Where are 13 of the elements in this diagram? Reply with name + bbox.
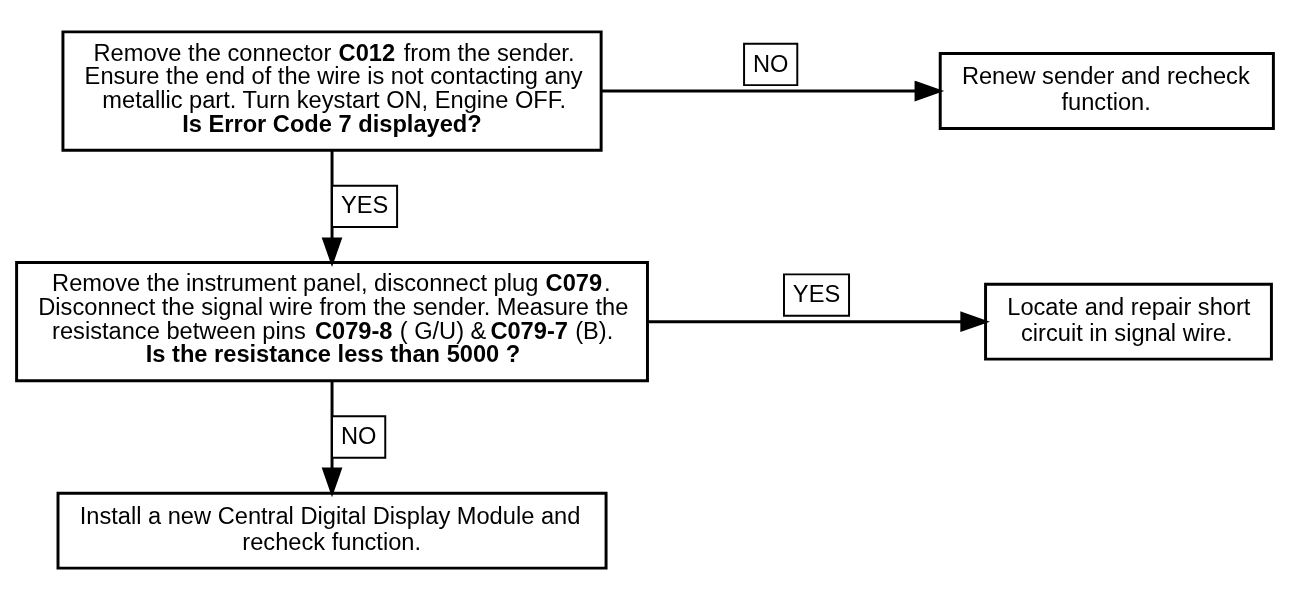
edge-label: NO xyxy=(340,423,377,450)
node-box: Remove the connector C012 from the sender. Ensure the end of the wire is not contacting any metallic part. Turn keystart ON, Engine OFF. Is Error Code 7 displayed? xyxy=(61,30,603,152)
edge-label: NO xyxy=(752,50,789,77)
node-box: Remove the instrument panel, disconnect plug C079. Disconnect the signal wire from the sender. Measure the resistance between pins C079-8 ( G/U) & C079-7 (B). Is the resistance less than 5000 ? xyxy=(15,261,649,383)
arrow xyxy=(321,150,343,267)
arrow xyxy=(321,381,343,498)
edge-label: YES xyxy=(792,281,841,308)
node-box: Renew sender and recheck function. xyxy=(938,52,1275,130)
node-box: Locate and repair short circuit in signal wire. xyxy=(984,282,1273,361)
node-box: Install a new Central Digital Display Module and recheck function. xyxy=(56,491,608,570)
edge-label: YES xyxy=(340,192,389,219)
arrow xyxy=(601,80,945,102)
arrow xyxy=(647,311,990,333)
